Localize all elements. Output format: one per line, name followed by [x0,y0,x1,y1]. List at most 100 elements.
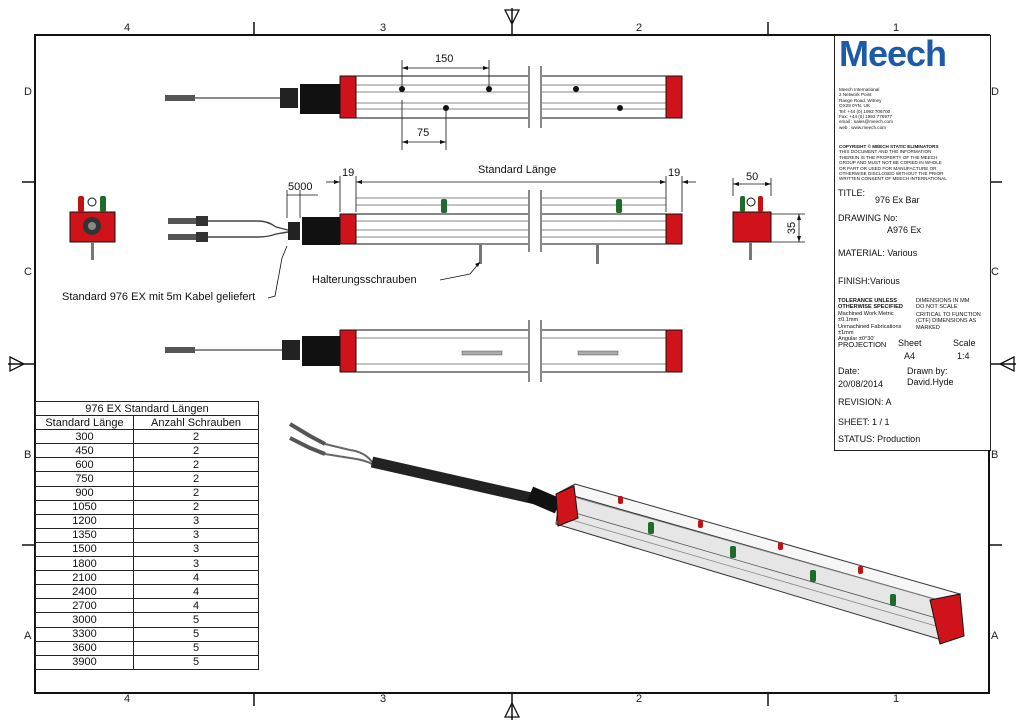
zone-col-3: 3 [380,22,387,34]
zone-col-3-bottom: 3 [380,693,387,705]
drawn-by-value: David.Hyde [907,377,954,387]
header-length: Standard Länge [35,415,134,431]
screws-cell: 3 [133,541,259,558]
company-logo: Meech [839,33,947,74]
length-cell: 3300 [35,626,134,642]
screws-cell: 4 [133,598,259,614]
ctf-note: CRITICAL TO FUNCTION(CTF) DIMENSIONS AS … [916,312,981,331]
length-cell: 900 [35,485,134,501]
screws-cell: 5 [133,654,259,670]
note-standard-cable: Standard 976 EX mit 5m Kabel geliefert [62,291,256,303]
tolerance-note: TOLERANCE UNLESS OTHERWISE SPECIFIED Mac… [838,298,903,343]
scale-value: 1:4 [957,351,970,361]
zone-row-b-right: B [991,449,999,461]
zone-col-2: 2 [636,22,643,34]
screws-cell: 3 [133,513,259,529]
dim-75: 75 [417,127,430,139]
screws-cell: 3 [133,527,259,543]
zone-col-4-bottom: 4 [124,693,131,705]
length-cell: 1350 [35,527,134,543]
length-cell: 1200 [35,513,134,529]
screws-cell: 2 [133,429,259,445]
length-cell: 1800 [35,556,134,572]
copyright-notice: COPYRIGHT © MEECH STATIC ELIMINATORS THI… [839,144,947,182]
zone-row-c: C [24,266,32,278]
drawing-no-label: DRAWING No: [838,213,898,223]
length-cell: 300 [35,429,134,445]
title-label: TITLE: [838,188,866,198]
screws-cell: 2 [133,499,259,515]
zone-row-c-right: C [991,266,999,278]
projection-label: PROJECTION [838,340,887,349]
standard-lengths-table: 976 EX Standard Längen Standard Länge An… [35,400,259,670]
zone-row-a-right: A [991,630,999,642]
dim-50: 50 [746,171,759,183]
date-label: Date: [838,366,860,376]
screws-cell: 3 [133,556,259,572]
length-cell: 3600 [35,640,134,656]
finish: FINISH:Various [838,276,900,286]
zone-row-d-right: D [991,86,999,98]
length-cell: 3000 [35,612,134,628]
zone-col-2-bottom: 2 [636,693,643,705]
centering-arrows [9,9,1015,718]
note-halterung: Halterungsschrauben [312,274,417,286]
screws-cell: 2 [133,485,259,501]
screws-cell: 2 [133,457,259,473]
table-header-row: Standard Länge Anzahl Schrauben [35,415,259,431]
length-cell: 750 [35,471,134,487]
screws-cell: 5 [133,612,259,628]
date-value: 20/08/2014 [838,379,884,389]
status: STATUS: Production [838,434,921,444]
drawing-no-value: A976 Ex [887,225,922,235]
length-cell: 1500 [35,541,134,558]
screws-cell: 4 [133,570,259,586]
end-view-right [732,178,805,260]
screws-cell: 2 [133,443,259,459]
length-cell: 3900 [35,654,134,670]
zone-row-a: A [24,630,32,642]
zone-row-b: B [24,449,32,461]
zone-col-4: 4 [124,22,131,34]
end-view-left [69,196,116,260]
table-caption: 976 EX Standard Längen [35,400,259,417]
header-screws: Anzahl Schrauben [133,415,259,431]
revision: REVISION: A [838,397,892,407]
zone-col-1-bottom: 1 [893,693,900,705]
sheet-label: Sheet [898,338,922,348]
dim-150: 150 [435,53,454,65]
screws-cell: 2 [133,471,259,487]
screws-cell: 5 [133,640,259,656]
material: MATERIAL: Various [838,248,918,258]
drawn-by-label: Drawn by: [907,366,948,376]
dim-19-right: 19 [668,167,681,179]
length-cell: 600 [35,457,134,473]
length-cell: 2400 [35,584,134,600]
length-cell: 1050 [35,499,134,515]
dim-19-left: 19 [342,167,355,179]
dim-standard-length: Standard Länge [478,164,557,176]
screws-cell: 4 [133,584,259,600]
length-cell: 2100 [35,570,134,586]
bar-front-view [168,176,696,299]
sheet-value: A4 [904,351,916,361]
zone-row-d: D [24,86,32,98]
